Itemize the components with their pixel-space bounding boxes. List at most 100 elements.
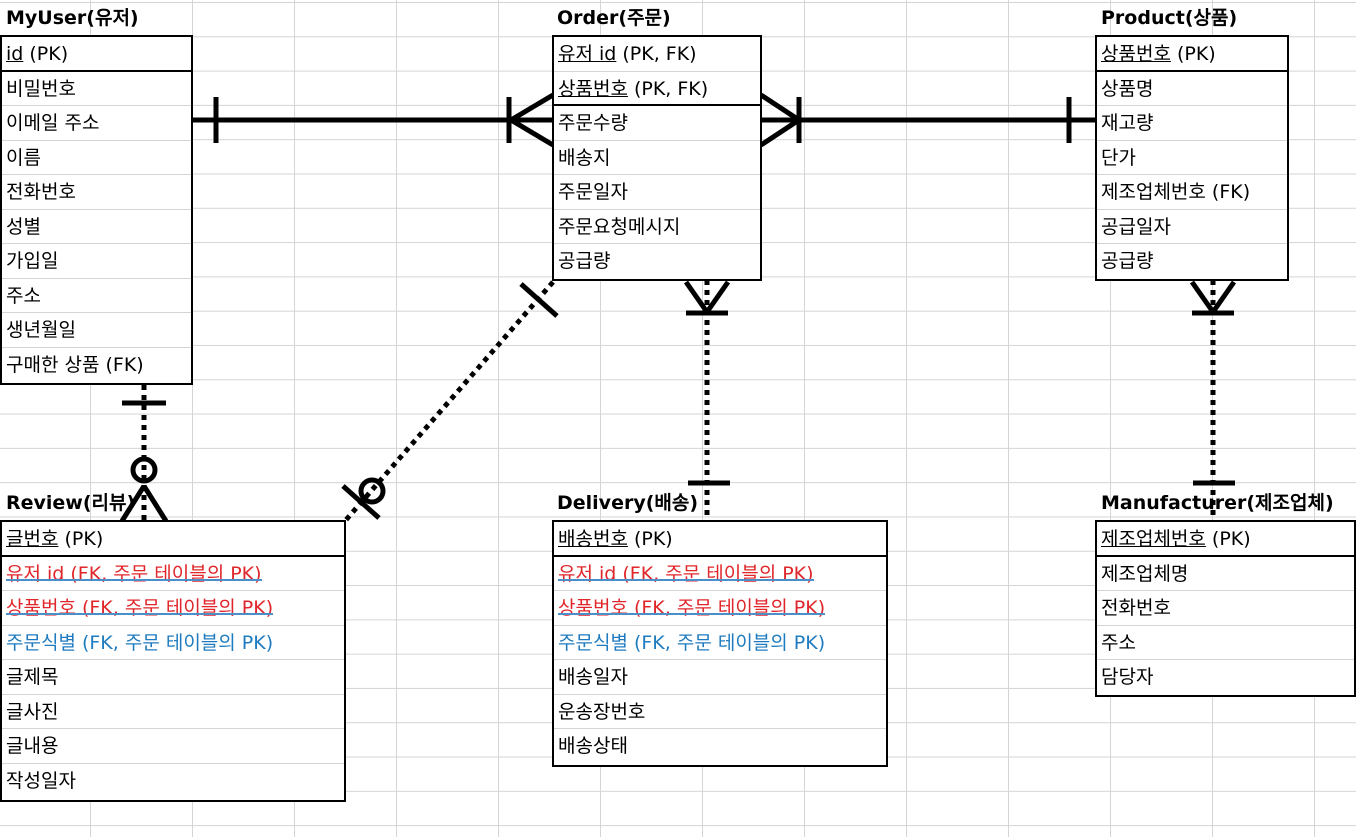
removed-attribute: 유저 id (FK, 주문 테이블의 PK) [558, 562, 814, 585]
key-annotation: (PK) [1205, 528, 1251, 550]
order-row: 공급량 [554, 244, 760, 279]
primary-key-name: id [6, 43, 24, 65]
attribute: 공급량 [1101, 250, 1154, 272]
key-annotation: (PK) [58, 528, 104, 550]
attribute: 주문일자 [558, 181, 628, 203]
removed-attribute: 상품번호 (FK, 주문 테이블의 PK) [6, 597, 274, 619]
myuser-row: 이름 [2, 141, 191, 175]
manufacturer-row: 주소 [1097, 626, 1354, 660]
attribute: 배송일자 [558, 666, 628, 688]
attribute: 제조업체명 [1101, 562, 1189, 585]
key-annotation: (PK, FK) [627, 77, 709, 100]
attribute: 배송상태 [558, 735, 628, 757]
myuser-title: MyUser(유저) [6, 7, 139, 29]
order-row: 주문수량 [554, 106, 760, 141]
primary-key-name: 상품번호 [1101, 43, 1171, 65]
review-row: 글제목 [2, 660, 344, 695]
delivery-row: 배송일자 [554, 660, 886, 695]
delivery-row: 상품번호 (FK, 주문 테이블의 PK) [554, 591, 886, 626]
attribute: 전화번호 [6, 181, 76, 203]
attribute: 구매한 상품 (FK) [6, 353, 144, 376]
review-row: 글사진 [2, 695, 344, 729]
removed-attribute: 유저 id (FK, 주문 테이블의 PK) [6, 562, 262, 585]
attribute: 작성일자 [6, 769, 76, 792]
product-row: 제조업체번호 (FK) [1097, 175, 1287, 210]
myuser-row: id (PK) [2, 37, 191, 72]
order-row: 주문요청메시지 [554, 210, 760, 244]
rel-order-review [341, 280, 559, 523]
product-row: 상품번호 (PK) [1097, 37, 1287, 72]
attribute: 글내용 [6, 735, 59, 757]
foreign-key-attribute: 주문식별 (FK, 주문 테이블의 PK) [558, 631, 826, 654]
myuser-row: 비밀번호 [2, 72, 191, 106]
attribute: 가입일 [6, 250, 59, 272]
primary-key-name: 글번호 [6, 528, 59, 550]
delivery-row: 배송상태 [554, 729, 886, 764]
attribute: 공급량 [558, 250, 611, 272]
attribute: 재고량 [1101, 112, 1154, 134]
key-annotation: (PK) [627, 528, 673, 550]
manufacturer-row: 제조업체명 [1097, 557, 1354, 591]
primary-key-name: 배송번호 [558, 528, 628, 550]
attribute: 전화번호 [1101, 597, 1171, 619]
product-row: 공급일자 [1097, 210, 1287, 244]
order-title: Order(주문) [557, 7, 671, 29]
attribute: 공급일자 [1101, 215, 1171, 238]
order-row: 상품번호 (PK, FK) [554, 72, 760, 106]
attribute: 글사진 [6, 700, 59, 723]
attribute: 이름 [6, 146, 41, 169]
review-row: 글번호 (PK) [2, 522, 344, 557]
myuser-row: 이메일 주소 [2, 106, 191, 141]
attribute: 주문수량 [558, 112, 628, 134]
order-row: 배송지 [554, 141, 760, 175]
delivery-table: 배송번호 (PK) 유저 id (FK, 주문 테이블의 PK) 상품번호 (FK,… [552, 520, 888, 767]
myuser-row: 성별 [2, 210, 191, 244]
attribute: 주문요청메시지 [558, 215, 681, 238]
review-row: 작성일자 [2, 764, 344, 799]
myuser-row: 구매한 상품 (FK) [2, 348, 191, 383]
review-row: 주문식별 (FK, 주문 테이블의 PK) [2, 626, 344, 660]
attribute: 제조업체번호 (FK) [1101, 181, 1251, 203]
myuser-row: 가입일 [2, 244, 191, 279]
delivery-row: 주문식별 (FK, 주문 테이블의 PK) [554, 626, 886, 660]
rel-myuser-review [119, 385, 169, 523]
attribute: 이메일 주소 [6, 112, 100, 134]
rel-product-manufacturer [1189, 280, 1237, 521]
product-title: Product(상품) [1101, 7, 1238, 29]
myuser-row: 주소 [2, 279, 191, 313]
attribute: 단가 [1101, 146, 1136, 169]
review-title: Review(리뷰) [6, 492, 136, 514]
rel-order-product [759, 92, 1096, 148]
primary-key-name: 제조업체번호 [1101, 528, 1206, 550]
key-annotation: (PK, FK) [616, 43, 697, 65]
removed-attribute: 상품번호 (FK, 주문 테이블의 PK) [558, 597, 826, 619]
primary-key-name: 상품번호 [558, 77, 628, 100]
attribute: 담당자 [1101, 666, 1154, 688]
order-row: 유저 id (PK, FK) [554, 37, 760, 72]
order-row: 주문일자 [554, 175, 760, 210]
key-annotation: (PK) [1170, 43, 1216, 65]
manufacturer-row: 제조업체번호 (PK) [1097, 522, 1354, 557]
attribute: 주소 [1101, 631, 1136, 654]
attribute: 생년월일 [6, 319, 76, 341]
delivery-title: Delivery(배송) [557, 492, 699, 514]
review-row: 상품번호 (FK, 주문 테이블의 PK) [2, 591, 344, 626]
key-annotation: (PK) [23, 43, 69, 65]
manufacturer-title: Manufacturer(제조업체) [1101, 492, 1334, 514]
attribute: 성별 [6, 215, 41, 238]
product-row: 재고량 [1097, 106, 1287, 141]
attribute: 비밀번호 [6, 77, 76, 100]
attribute: 글제목 [6, 666, 59, 688]
delivery-row: 운송장번호 [554, 695, 886, 729]
product-row: 상품명 [1097, 72, 1287, 106]
rel-order-delivery [683, 280, 731, 521]
product-row: 단가 [1097, 141, 1287, 175]
attribute: 상품명 [1101, 77, 1154, 100]
delivery-row: 유저 id (FK, 주문 테이블의 PK) [554, 557, 886, 591]
myuser-row: 전화번호 [2, 175, 191, 210]
